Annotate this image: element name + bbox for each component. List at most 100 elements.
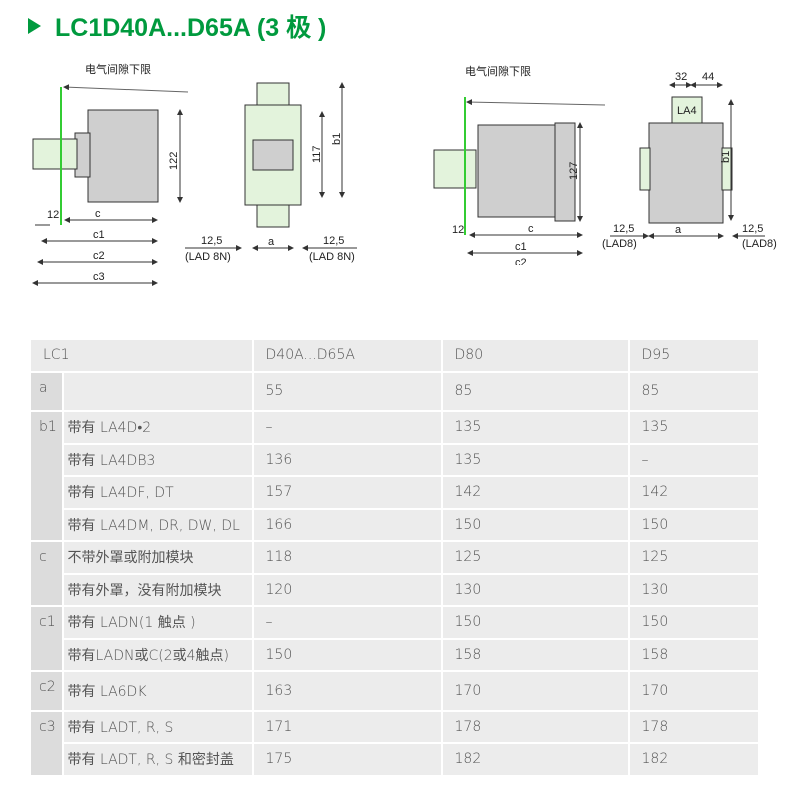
dim-c1: c1: [515, 241, 527, 253]
dim-12-5-left: 12,5: [613, 223, 634, 235]
dim-c2: c2: [515, 257, 527, 265]
row-description: 带有 LA6DK: [62, 670, 254, 712]
row-key: c3: [30, 709, 64, 777]
table-header-row: LC1 D40A...D65A D80 D95: [30, 338, 760, 373]
cell-value: –: [252, 605, 443, 640]
page-title: LC1D40A...D65A (3 极 ): [28, 8, 326, 44]
header-d40a-d65a: D40A...D65A: [252, 338, 443, 373]
cell-value: 170: [628, 670, 760, 712]
row-description: 带有 LA4DF, DT: [62, 475, 254, 510]
cell-value: –: [628, 442, 760, 477]
row-description: 带有 LADT, R, S 和密封盖: [62, 742, 254, 777]
cell-value: 175: [252, 742, 443, 777]
row-description: 带有 LA4DM, DR, DW, DL: [62, 507, 254, 542]
cell-value: 142: [628, 475, 760, 510]
dim-12-5-left: 12,5: [201, 235, 222, 247]
cell-value: 120: [252, 572, 443, 607]
cell-value: 135: [441, 410, 630, 445]
dim-a: a: [268, 236, 275, 248]
lad-label-right: (LAD 8N): [309, 251, 355, 263]
row-description: 带有 LADT, R, S: [62, 709, 254, 744]
row-description: 不带外罩或附加模块: [62, 540, 254, 575]
cell-value: 178: [628, 709, 760, 744]
lad-label-left: (LAD8): [602, 238, 637, 250]
cell-value: 125: [441, 540, 630, 575]
dim-12-5-right: 12,5: [323, 235, 344, 247]
cell-value: 150: [628, 605, 760, 640]
dim-12: 12: [452, 224, 464, 236]
cell-value: 178: [441, 709, 630, 744]
cell-value: 182: [441, 742, 630, 777]
dim-12: 12: [47, 209, 59, 221]
row-description: 带有 LADN(1 触点 ): [62, 605, 254, 640]
row-description: 带有LADN或C(2或4触点): [62, 637, 254, 672]
cell-value: 130: [628, 572, 760, 607]
cell-value: –: [252, 410, 443, 445]
title-text: LC1D40A...D65A (3 极 ): [55, 14, 327, 42]
dim-b1: b1: [720, 151, 732, 163]
row-key: c1: [30, 605, 64, 672]
dim-c: c: [528, 223, 534, 235]
drawing-left: 电气间隙下限 122 12 c c1 c2 c3 117 b1 12,5 (LA…: [32, 62, 357, 286]
cell-value: 85: [441, 370, 630, 412]
dim-12-5-right: 12,5: [742, 223, 763, 235]
clearance-label: 电气间隙下限: [85, 62, 151, 76]
row-key: b1: [30, 410, 64, 542]
cell-value: 135: [628, 410, 760, 445]
dim-117: 117: [311, 145, 323, 163]
cell-value: 150: [628, 507, 760, 542]
triangle-icon: [28, 18, 41, 34]
clearance-label: 电气间隙下限: [465, 64, 531, 78]
row-key: c2: [30, 670, 64, 712]
row-description: 带有 LA4DB3: [62, 442, 254, 477]
header-d80: D80: [441, 338, 630, 373]
cell-value: 85: [628, 370, 760, 412]
cell-value: 166: [252, 507, 443, 542]
cell-value: 136: [252, 442, 443, 477]
dim-c1: c1: [93, 229, 105, 241]
cell-value: 157: [252, 475, 443, 510]
dim-b1: b1: [331, 133, 343, 145]
dim-c3: c3: [93, 271, 105, 283]
lad-label-left: (LAD 8N): [185, 251, 231, 263]
cell-value: 150: [441, 605, 630, 640]
row-description: [62, 370, 254, 412]
cell-value: 158: [441, 637, 630, 672]
dim-122: 122: [168, 152, 180, 170]
cell-value: 182: [628, 742, 760, 777]
header-lc1: LC1: [30, 338, 254, 373]
cell-value: 171: [252, 709, 443, 744]
drawing-right: 电气间隙下限 127 12 c c1 c2 32 44 LA4 b1 12,5 …: [433, 64, 777, 265]
cell-value: 135: [441, 442, 630, 477]
cell-value: 118: [252, 540, 443, 575]
cell-value: 163: [252, 670, 443, 712]
dim-44: 44: [702, 71, 714, 83]
dim-c2: c2: [93, 250, 105, 262]
la4-label: LA4: [677, 105, 697, 117]
cell-value: 158: [628, 637, 760, 672]
dim-127: 127: [568, 162, 580, 180]
cell-value: 170: [441, 670, 630, 712]
header-d95: D95: [628, 338, 760, 373]
cell-value: 130: [441, 572, 630, 607]
row-key: c: [30, 540, 64, 607]
cell-value: 150: [252, 637, 443, 672]
row-key: a: [30, 370, 64, 412]
row-description: 带有外罩，没有附加模块: [62, 572, 254, 607]
cell-value: 142: [441, 475, 630, 510]
dim-a: a: [675, 224, 682, 236]
lad-label-right: (LAD8): [742, 238, 777, 250]
dim-32: 32: [675, 71, 687, 83]
cell-value: 150: [441, 507, 630, 542]
